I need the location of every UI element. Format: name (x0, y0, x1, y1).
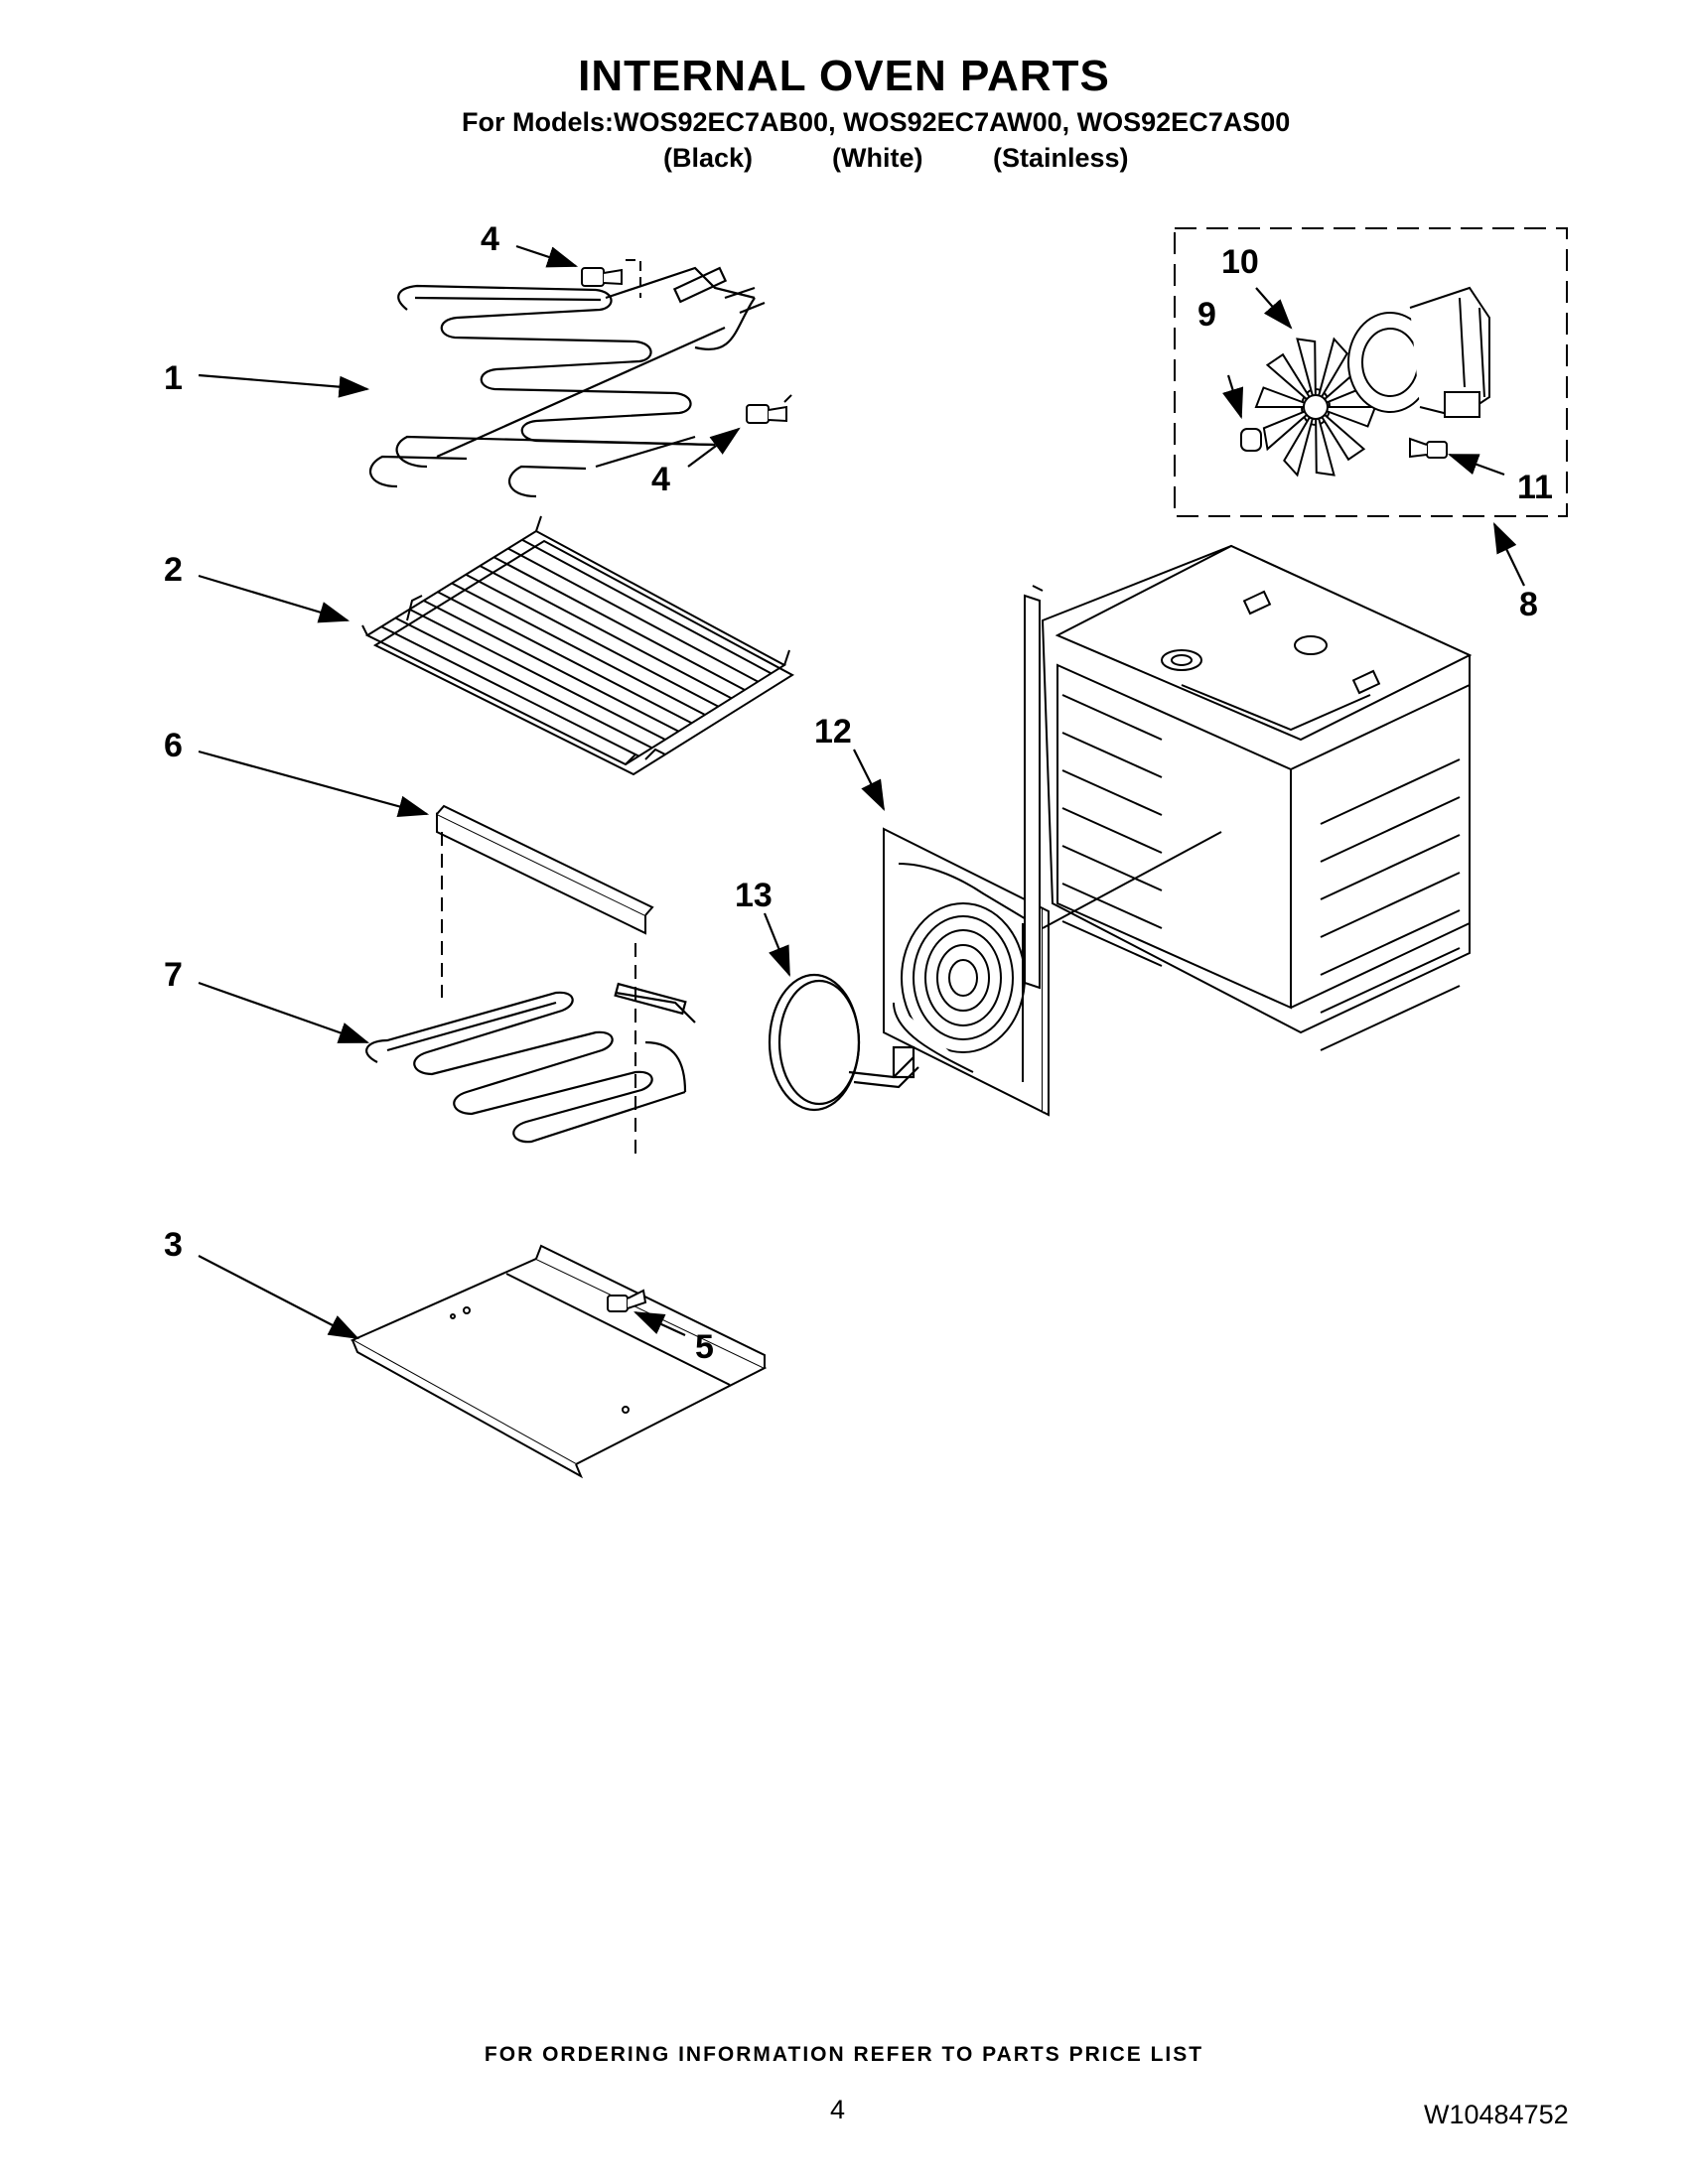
callout-4-top: 4 (481, 220, 499, 258)
callout-9: 9 (1197, 296, 1216, 334)
broil-element (369, 266, 766, 498)
models-line: For Models:WOS92EC7AB00, WOS92EC7AW00, W… (462, 107, 1291, 137)
callout-6: 6 (164, 727, 183, 764)
callout-leaders (198, 244, 1525, 1340)
callout-5: 5 (695, 1328, 714, 1366)
page-title: INTERNAL OVEN PARTS (578, 52, 1110, 100)
screw-5 (607, 1289, 647, 1312)
bake-shield (436, 804, 654, 935)
convection-element (768, 973, 919, 1112)
variant-white: (White) (832, 143, 923, 173)
callout-12: 12 (814, 713, 852, 751)
bottom-panel (350, 1244, 768, 1479)
fan-nut (1240, 428, 1262, 452)
fan-assembly-box (1174, 227, 1568, 517)
shield-guide-lines (441, 832, 636, 1161)
screw-4a (581, 267, 623, 287)
variant-stainless: (Stainless) (993, 143, 1129, 173)
callout-10: 10 (1221, 243, 1259, 281)
screw-11 (1409, 437, 1448, 459)
ordering-note: FOR ORDERING INFORMATION REFER TO PARTS … (484, 2043, 1204, 2066)
oven-cavity (1024, 544, 1473, 1051)
callout-2: 2 (164, 551, 183, 589)
document-number: W10484752 (1424, 2100, 1569, 2129)
cover-to-cavity-line (1042, 831, 1222, 929)
callout-13: 13 (735, 877, 773, 914)
screw-guide-lines (626, 259, 795, 403)
variant-black: (Black) (663, 143, 754, 173)
fan-blade (1254, 337, 1377, 478)
callout-1: 1 (164, 359, 183, 397)
bake-element (365, 982, 696, 1144)
screw-4b (746, 404, 787, 424)
callout-8: 8 (1519, 586, 1538, 623)
callout-11: 11 (1517, 469, 1553, 506)
callout-3: 3 (164, 1226, 183, 1264)
oven-rack (361, 515, 794, 776)
page-number: 4 (830, 2095, 846, 2124)
callout-7: 7 (164, 956, 183, 994)
fan-motor (1347, 286, 1490, 419)
callout-4-bottom: 4 (651, 461, 670, 498)
